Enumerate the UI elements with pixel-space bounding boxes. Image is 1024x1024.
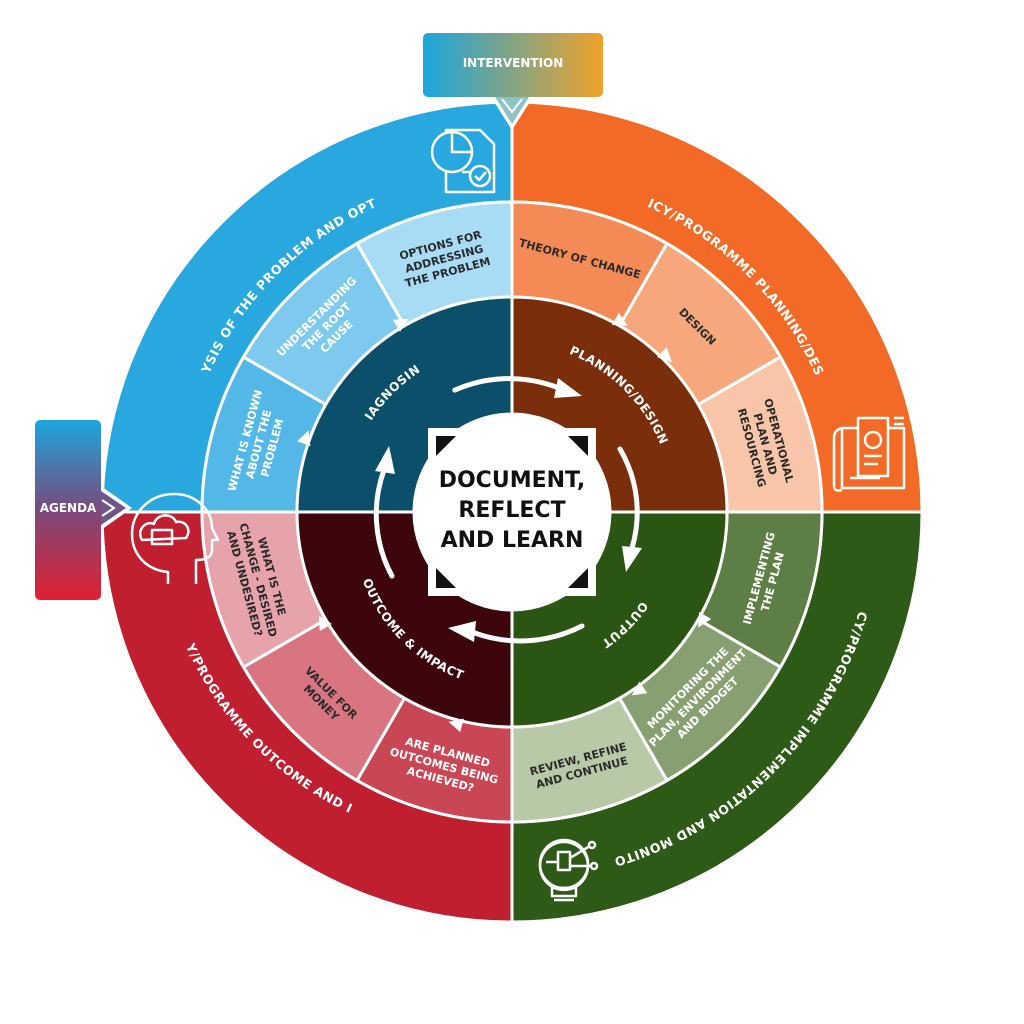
cycle-arrow-bottom-head: [448, 621, 476, 642]
cycle-arrow-top-head: [554, 378, 582, 398]
center-line-3: AND LEARN: [441, 528, 584, 553]
segment-label-planning-3: OPERATIONALPLAN ANDRESOURCING: [734, 397, 796, 491]
cycle-arrow-right-head: [622, 546, 642, 572]
cycle-arrow-right: [617, 446, 640, 551]
center-circle: [414, 414, 610, 610]
flow-arrowhead: [698, 611, 712, 628]
center-line-2: REFLECT: [458, 498, 565, 523]
cycle-arrow-bottom: [469, 623, 585, 644]
intervention-label: INTERVENTION: [463, 56, 564, 70]
cycle-arrows: [373, 376, 642, 644]
flow-arrowhead: [631, 681, 648, 696]
flow-arrowhead: [656, 347, 672, 363]
rings-layer: [100, 100, 924, 924]
blueprint-plan-icon: [832, 416, 906, 492]
pie-chart-document-icon: [430, 128, 496, 194]
flow-arrowhead: [318, 615, 332, 632]
flow-arrowhead: [297, 430, 311, 447]
cycle-arrow-left: [373, 467, 395, 579]
center-frame: [428, 428, 596, 596]
lightbulb-circuit-icon: [538, 838, 599, 902]
cycle-arrow-top: [452, 376, 560, 393]
agenda-label: AGENDA: [40, 501, 97, 515]
cycle-arrow-left-head: [375, 446, 395, 474]
intervention-tag: INTERVENTION: [423, 33, 603, 130]
head-cloud-folder-icon: [130, 492, 220, 584]
center-line-1: DOCUMENT,: [439, 468, 586, 493]
flow-arrowhead: [448, 718, 464, 733]
flow-arrowhead: [392, 318, 409, 332]
flow-arrowhead: [611, 312, 628, 326]
agenda-tag: AGENDA: [35, 420, 132, 600]
